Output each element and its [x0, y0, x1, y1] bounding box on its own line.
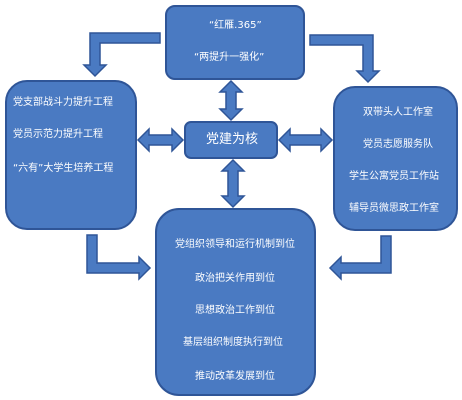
left-box-line: 党支部战斗力提升工程 [13, 97, 113, 108]
right-box: 双带头人工作室 党员志愿服务队 学生公寓党员工作站 辅导员微思政工作室 [333, 86, 458, 231]
left-box: 党支部战斗力提升工程 党员示范力提升工程 “六有”大学生培养工程 [5, 80, 137, 230]
bottom-box-line: 思想政治工作到位 [195, 305, 275, 316]
left-box-line: 党员示范力提升工程 [13, 129, 103, 140]
right-box-line: 双带头人工作室 [363, 107, 433, 118]
top-box: “红雁.365” “两提升一强化” [165, 5, 305, 80]
top-box-line: “红雁.365” [209, 20, 262, 31]
right-box-line: 党员志愿服务队 [363, 139, 433, 150]
right-bottom-elbow-arrow [328, 235, 392, 281]
center-bottom-arrow [220, 158, 246, 209]
left-bottom-elbow-arrow [86, 234, 152, 281]
top-center-arrow [218, 79, 244, 122]
top-left-elbow-arrow [82, 32, 161, 78]
right-box-line: 学生公寓党员工作站 [349, 171, 439, 182]
bottom-box: 党组织领导和运行机制到位 政治把关作用到位 思想政治工作到位 基层组织制度执行到… [155, 208, 316, 396]
center-box-label: 党建为核 [206, 132, 259, 147]
bottom-box-line: 政治把关作用到位 [195, 273, 275, 284]
center-right-arrow [277, 127, 334, 153]
top-right-elbow-arrow [309, 34, 381, 84]
bottom-box-line: 基层组织制度执行到位 [183, 337, 283, 348]
right-box-line: 辅导员微思政工作室 [349, 203, 439, 214]
bottom-box-line: 推动改革发展到位 [195, 371, 275, 382]
left-box-line: “六有”大学生培养工程 [13, 163, 114, 174]
left-center-arrow [136, 127, 185, 153]
center-box: 党建为核 [184, 121, 278, 159]
top-box-line: “两提升一强化” [194, 52, 265, 63]
bottom-box-line: 党组织领导和运行机制到位 [175, 239, 295, 250]
